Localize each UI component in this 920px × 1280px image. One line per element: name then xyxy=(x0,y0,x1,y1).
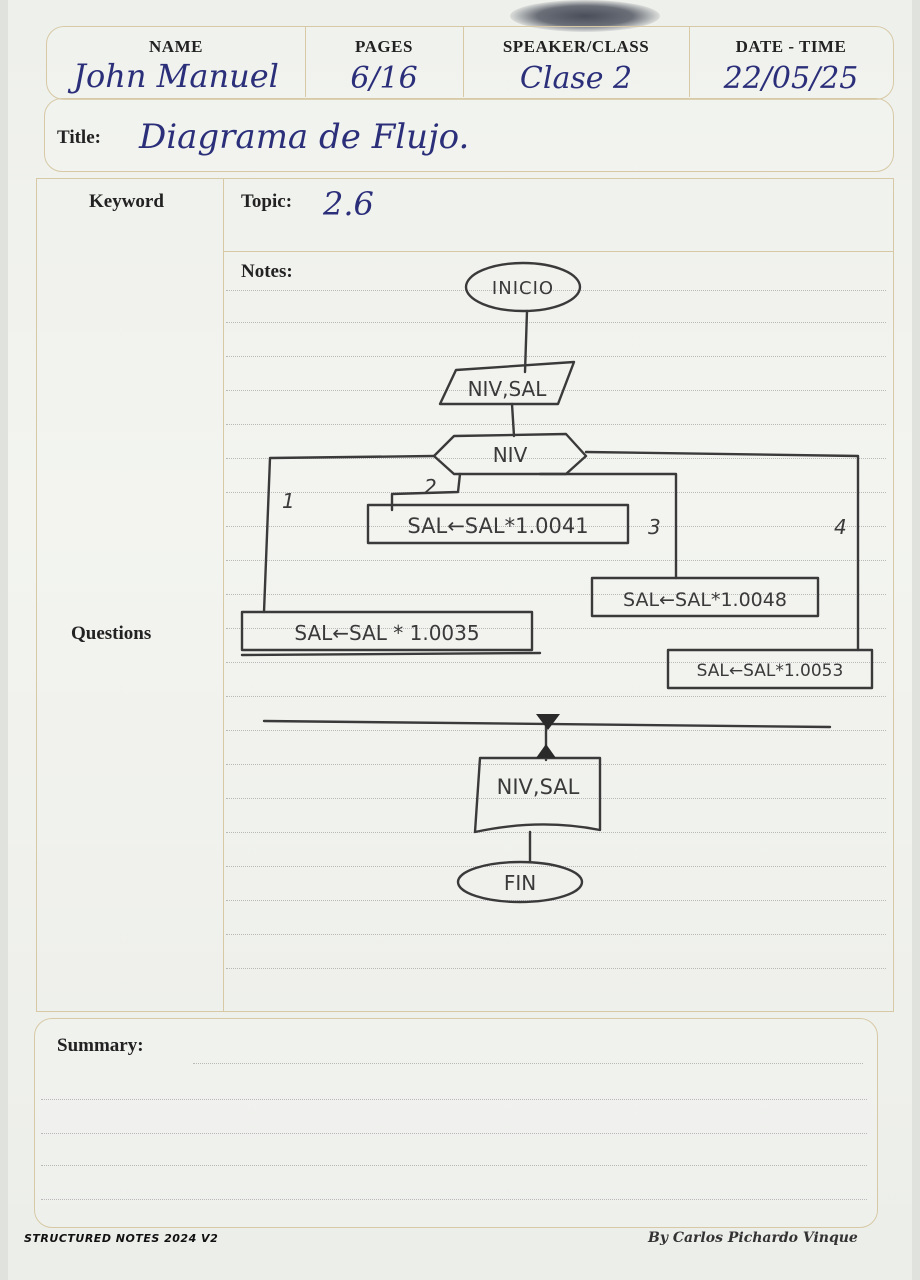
title-box: Title: Diagrama de Flujo. xyxy=(44,98,894,172)
speaker-value: Clase 2 xyxy=(519,61,633,96)
pages-cell: PAGES 6/16 xyxy=(305,27,464,97)
header-box: NAME John Manuel PAGES 6/16 SPEAKER/CLAS… xyxy=(46,26,894,100)
date-value: 22/05/25 xyxy=(723,61,859,96)
pages-label: PAGES xyxy=(355,37,413,56)
date-label: DATE - TIME xyxy=(735,37,847,56)
topic-label: Topic: xyxy=(241,191,293,212)
keyword-label: Keyword xyxy=(89,191,164,212)
title-label: Title: xyxy=(57,127,101,148)
speaker-label: SPEAKER/CLASS xyxy=(502,37,650,56)
topic-row: Topic: 2.6 xyxy=(223,179,893,252)
name-value: John Manuel xyxy=(73,57,279,95)
footer-author: By Carlos Pichardo Vinque xyxy=(648,1230,858,1246)
summary-box: Summary: xyxy=(34,1018,878,1228)
keyword-column: Keyword Questions xyxy=(37,179,224,1011)
questions-label: Questions xyxy=(71,623,152,644)
speaker-cell: SPEAKER/CLASS Clase 2 xyxy=(463,27,690,97)
name-cell: NAME John Manuel xyxy=(47,27,306,97)
summary-label: Summary: xyxy=(57,1035,144,1056)
notes-label: Notes: xyxy=(241,261,293,282)
cornell-area: Keyword Questions Topic: 2.6 Notes: xyxy=(36,178,894,1012)
topic-value: 2.6 xyxy=(323,185,374,223)
pages-value: 6/16 xyxy=(350,61,418,96)
date-cell: DATE - TIME 22/05/25 xyxy=(689,27,893,97)
name-label: NAME xyxy=(149,37,203,56)
footer-brand: STRUCTURED NOTES 2024 V2 xyxy=(24,1232,219,1245)
title-value: Diagrama de Flujo. xyxy=(139,117,470,157)
